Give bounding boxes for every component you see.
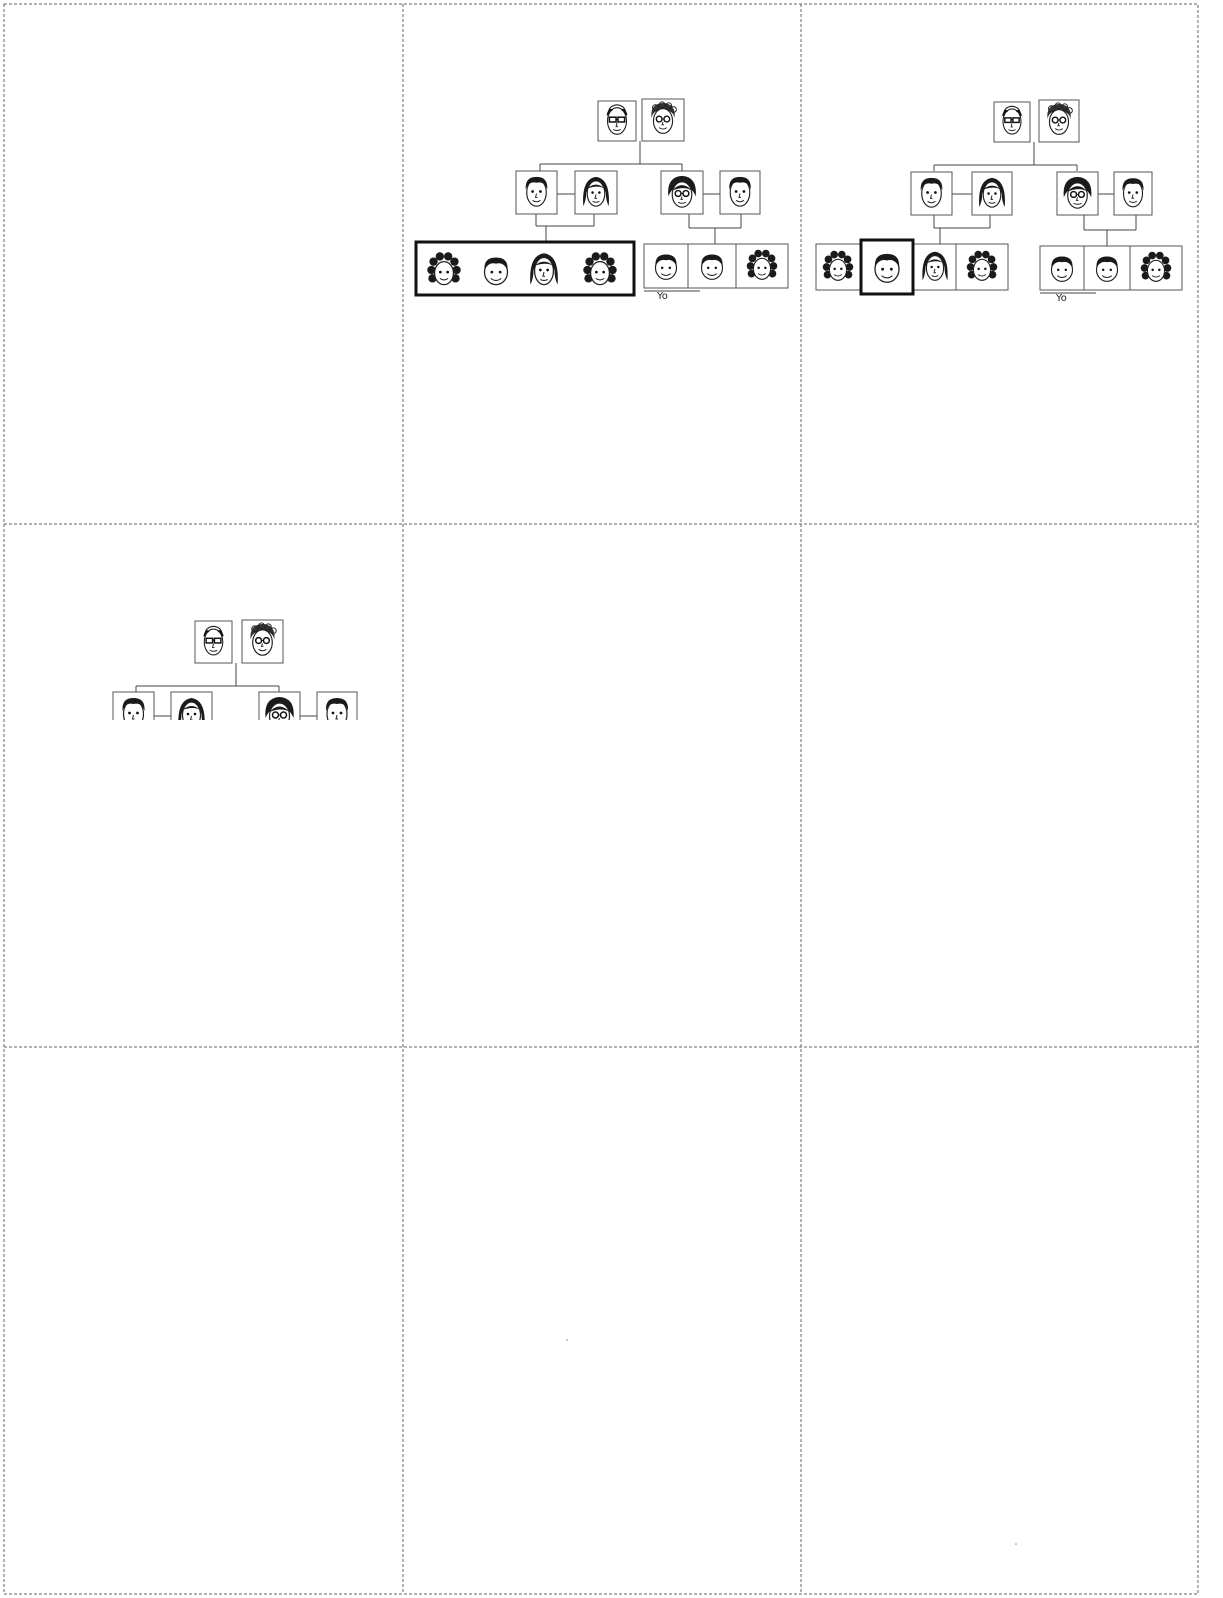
mother-portrait [178, 698, 204, 728]
mother-portrait [979, 178, 1005, 207]
child-portrait-curly [427, 252, 460, 284]
cousin-portrait-1 [1051, 257, 1072, 282]
father-portrait [122, 698, 144, 728]
child-portrait-curly-2 [967, 251, 998, 281]
child-portrait-curly-2 [583, 252, 616, 284]
grandmother-portrait [651, 102, 676, 133]
cousin-portrait-1 [655, 255, 676, 280]
panel-3-family-tree: Yo [816, 100, 1182, 304]
selected-child-portrait [875, 254, 899, 282]
cousin-portrait-3 [747, 250, 778, 280]
cousin-portrait-2 [701, 255, 722, 280]
panel-2-family-tree: Yo [416, 99, 788, 302]
uncle-portrait [326, 698, 348, 728]
grandfather-portrait [608, 105, 627, 134]
uncle-portrait [729, 177, 751, 206]
grandmother-portrait [251, 623, 277, 655]
child-portrait-boy [484, 257, 507, 284]
tree-connectors [536, 141, 741, 244]
label-yo: Yo [1055, 293, 1067, 304]
mother-portrait [583, 177, 609, 206]
tree-connectors [934, 142, 1136, 246]
grandfather-portrait [1003, 106, 1021, 134]
panel-4-family-tree [113, 620, 357, 736]
grandparents [911, 100, 1152, 215]
speck [1015, 1543, 1017, 1545]
uncle-portrait [1122, 178, 1143, 207]
aunt-portrait [265, 697, 293, 729]
father-portrait [921, 178, 943, 207]
speck [566, 1339, 568, 1341]
label-yo: Yo [656, 291, 668, 302]
aunt-portrait [1064, 177, 1092, 208]
cousin-portrait-2 [1096, 257, 1117, 282]
father-portrait [526, 177, 548, 206]
parents-row [516, 171, 760, 214]
grandfather-portrait [204, 626, 223, 655]
child-portrait-girl [922, 252, 947, 281]
cousin-portrait-3 [1141, 252, 1172, 282]
child-portrait-curly [823, 251, 854, 281]
aunt-portrait [668, 176, 696, 207]
child-portrait-girl [530, 253, 558, 284]
grandmother-portrait [1047, 103, 1072, 134]
